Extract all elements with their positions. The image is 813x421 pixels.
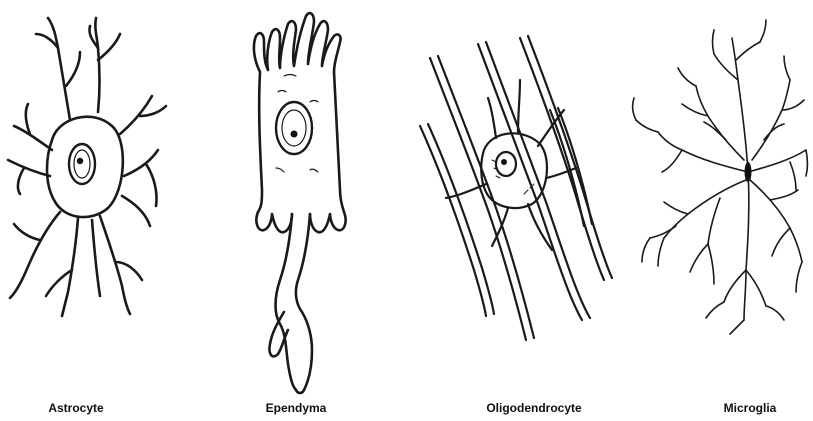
microglia-nucleus: [745, 162, 752, 182]
axon-fiber: [430, 58, 526, 340]
astrocyte-process: [122, 196, 150, 226]
ependyma-drawing: [200, 0, 400, 421]
astrocyte-process: [14, 224, 40, 240]
astrocyte-process: [146, 164, 157, 206]
ependyma-tail: [276, 214, 297, 390]
ependyma-cell-body: [258, 72, 262, 212]
astrocyte-label: Astrocyte: [48, 401, 103, 415]
microglia-label: Microglia: [724, 401, 777, 415]
astrocyte-cell-body: [47, 117, 123, 217]
astrocyte-process: [14, 126, 52, 150]
astrocyte-process: [62, 218, 78, 316]
astrocyte-process: [98, 34, 120, 60]
ependyma-nucleolus: [291, 131, 298, 138]
microglia-drawing: [620, 0, 813, 421]
astrocyte-process: [92, 220, 100, 296]
astrocyte-panel: Astrocyte: [0, 0, 200, 421]
oligodendrocyte-panel: Oligodendrocyte: [400, 0, 620, 421]
astrocyte-drawing: [0, 0, 200, 421]
microglia-panel: Microglia: [620, 0, 813, 421]
oligodendrocyte-process: [488, 98, 496, 138]
microglia-process: [696, 86, 744, 160]
astrocyte-process: [48, 18, 70, 120]
astrocyte-process: [124, 150, 158, 176]
oligodendrocyte-process: [518, 80, 520, 132]
microglia-process: [732, 38, 748, 172]
axon-fiber: [478, 44, 582, 320]
astrocyte-nucleolus: [77, 158, 83, 164]
microglia-process: [752, 80, 790, 160]
ependyma-panel: Ependyma: [200, 0, 400, 421]
microglia-process: [658, 132, 748, 172]
axon-fiber: [520, 38, 604, 280]
oligodendrocyte-nucleolus: [501, 159, 507, 165]
oligodendrocyte-drawing: [400, 0, 620, 421]
astrocyte-process: [18, 168, 24, 194]
astrocyte-process: [26, 104, 30, 134]
microglia-process: [744, 172, 749, 320]
astrocyte-process: [66, 52, 80, 86]
ependyma-label: Ependyma: [266, 401, 327, 415]
astrocyte-process: [8, 160, 50, 176]
oligodendrocyte-label: Oligodendrocyte: [486, 401, 581, 415]
ependyma-cilia: [254, 13, 341, 72]
astrocyte-process: [95, 18, 99, 112]
